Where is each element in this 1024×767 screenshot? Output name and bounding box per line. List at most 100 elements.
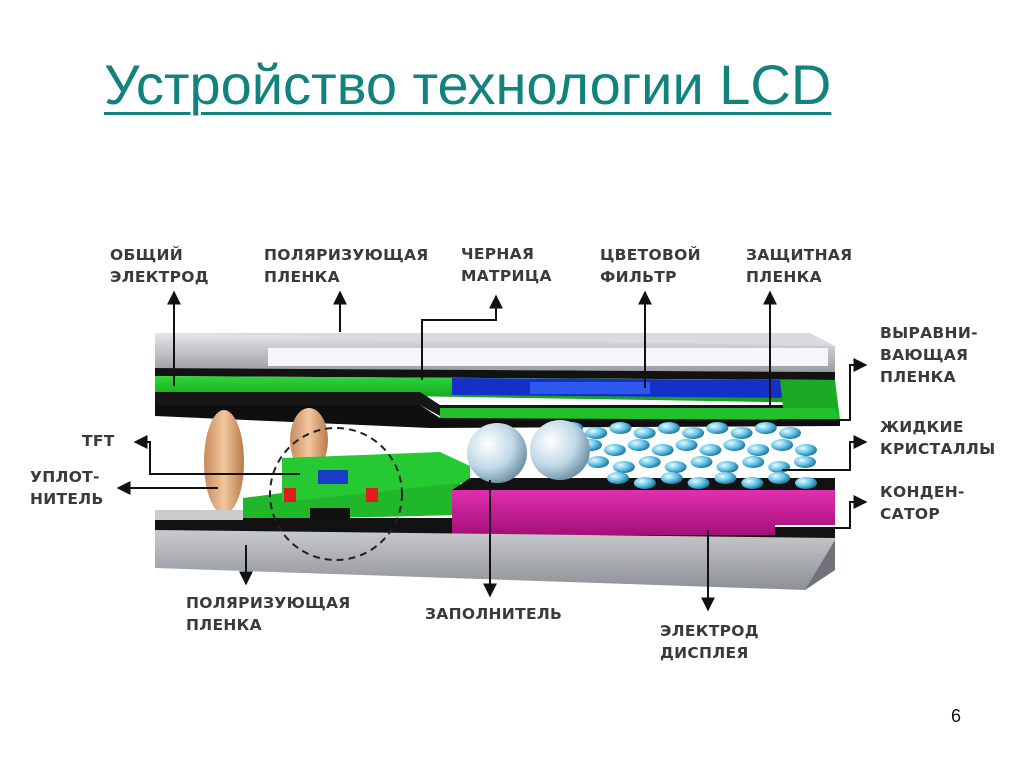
label-line: МАТРИЦА xyxy=(461,267,552,285)
liquid-crystals-group xyxy=(561,422,817,489)
arrow-alignment xyxy=(778,358,868,421)
bottom-plate-group xyxy=(155,452,835,590)
bottom-black-line xyxy=(155,518,835,540)
liquid-crystal-molecule xyxy=(716,461,739,473)
liquid-crystal-molecule xyxy=(706,422,729,434)
liquid-crystal-molecule xyxy=(779,427,801,439)
liquid-crystal-molecule xyxy=(741,477,764,489)
liquid-crystal-molecule xyxy=(794,456,816,468)
liquid-crystal-molecule xyxy=(657,422,680,434)
label-line: ЖИДКИЕ xyxy=(880,418,964,436)
label-line: ОБЩИЙ xyxy=(110,246,183,264)
liquid-crystal-molecule xyxy=(723,439,746,451)
label-line: ЧЕРНАЯ xyxy=(461,245,535,263)
label-line: КРИСТАЛЛЫ xyxy=(880,440,996,458)
label-line: КОНДЕН- xyxy=(880,483,965,501)
top-plate-group xyxy=(155,333,840,428)
liquid-crystal-molecule xyxy=(768,461,791,473)
liquid-crystal-molecule xyxy=(633,477,656,489)
label-common-electrode: ОБЩИЙ ЭЛЕКТРОД xyxy=(110,244,209,288)
liquid-crystal-molecule xyxy=(633,427,656,439)
liquid-crystal-molecule xyxy=(771,439,794,451)
arrow-capacitor xyxy=(782,495,868,529)
label-sealant: УПЛОТ- НИТЕЛЬ xyxy=(30,466,104,510)
liquid-crystal-molecule xyxy=(664,461,687,473)
liquid-crystal-molecule xyxy=(603,444,626,456)
label-display-electrode: ЭЛЕКТРОД ДИСПЛЕЯ xyxy=(660,620,759,664)
liquid-crystal-molecule xyxy=(795,444,817,456)
liquid-crystal-molecule xyxy=(747,444,770,456)
label-line: УПЛОТ- xyxy=(30,468,100,486)
filler-ball-right xyxy=(530,420,590,480)
bottom-glass-top-face xyxy=(155,510,243,520)
tft-red-drain xyxy=(366,488,378,502)
liquid-crystal-molecule xyxy=(587,456,609,468)
tft-blue-gate xyxy=(318,470,348,484)
liquid-crystal-molecule xyxy=(768,472,791,484)
liquid-crystal-molecule xyxy=(660,472,683,484)
label-black-matrix: ЧЕРНАЯ МАТРИЦА xyxy=(461,243,552,287)
label-line: САТОР xyxy=(880,505,940,523)
tft-highlight-circle xyxy=(269,427,403,561)
top-green-lower xyxy=(440,408,840,420)
label-line: ПОЛЯРИЗУЮЩАЯ xyxy=(264,246,429,264)
label-liquid-crystals: ЖИДКИЕ КРИСТАЛЛЫ xyxy=(880,416,995,460)
arrow-black-matrix xyxy=(421,294,503,380)
liquid-crystal-molecule xyxy=(627,439,650,451)
liquid-crystal-molecule xyxy=(675,439,698,451)
page-number: 6 xyxy=(951,706,962,726)
label-line: ДИСПЛЕЯ xyxy=(660,644,749,662)
label-capacitor: КОНДЕН- САТОР xyxy=(880,481,965,525)
liquid-crystal-molecule xyxy=(682,427,705,439)
liquid-crystal-molecule xyxy=(687,477,710,489)
arrow-tft xyxy=(133,435,300,475)
label-line: ЗАПОЛНИТЕЛЬ xyxy=(425,605,563,623)
liquid-crystal-molecule xyxy=(690,456,713,468)
liquid-crystal-molecule xyxy=(638,456,661,468)
liquid-crystal-molecule xyxy=(585,427,608,439)
liquid-crystal-molecule xyxy=(742,456,765,468)
display-electrode-magenta xyxy=(452,490,835,535)
bottom-glass-edge xyxy=(805,540,835,590)
label-line: TFT xyxy=(82,432,115,450)
label-line: ЦВЕТОВОЙ xyxy=(600,246,701,264)
filler-ball-left xyxy=(467,423,527,483)
label-tft: TFT xyxy=(82,430,115,452)
label-line: ПЛЕНКА xyxy=(264,268,340,286)
label-line: НИТЕЛЬ xyxy=(30,490,104,508)
pointer-lines xyxy=(116,290,868,612)
tft-black-base xyxy=(310,508,350,520)
liquid-crystal-molecule xyxy=(651,444,674,456)
top-glass-highlight xyxy=(268,348,828,366)
label-filler: ЗАПОЛНИТЕЛЬ xyxy=(425,603,562,625)
tft-red-source xyxy=(284,488,296,502)
bottom-glass-front xyxy=(155,530,835,590)
label-line: ПЛЕНКА xyxy=(880,368,956,386)
label-line: ФИЛЬТР xyxy=(600,268,677,286)
sealant-spacer-left xyxy=(204,410,244,514)
label-color-filter: ЦВЕТОВОЙ ФИЛЬТР xyxy=(600,244,701,288)
liquid-crystal-molecule xyxy=(795,477,817,489)
arrow-liquid-crystals xyxy=(782,435,868,471)
label-line: ВАЮЩАЯ xyxy=(880,346,969,364)
liquid-crystal-molecule xyxy=(714,472,737,484)
label-polarizing-bottom: ПОЛЯРИЗУЮЩАЯ ПЛЕНКА xyxy=(186,592,351,636)
label-line: ПЛЕНКА xyxy=(186,616,262,634)
liquid-crystal-molecule xyxy=(612,461,635,473)
liquid-crystal-molecule xyxy=(699,444,722,456)
label-line: ВЫРАВНИ- xyxy=(880,324,978,342)
label-polarizing-top: ПОЛЯРИЗУЮЩАЯ ПЛЕНКА xyxy=(264,244,429,288)
page-title: Устройство технологии LCD xyxy=(104,53,832,116)
sealant-spacer-right xyxy=(290,408,328,472)
liquid-crystal-molecule xyxy=(609,422,632,434)
liquid-crystal-molecule xyxy=(607,472,629,484)
liquid-crystal-molecule xyxy=(730,427,753,439)
label-line: ЗАЩИТНАЯ xyxy=(746,246,853,264)
color-filter-highlight xyxy=(530,382,650,394)
label-protective: ЗАЩИТНАЯ ПЛЕНКА xyxy=(746,244,852,288)
label-line: ПОЛЯРИЗУЮЩАЯ xyxy=(186,594,351,612)
liquid-crystal-molecule xyxy=(754,422,777,434)
label-line: ЭЛЕКТРОД xyxy=(110,268,209,286)
label-line: ЭЛЕКТРОД xyxy=(660,622,759,640)
